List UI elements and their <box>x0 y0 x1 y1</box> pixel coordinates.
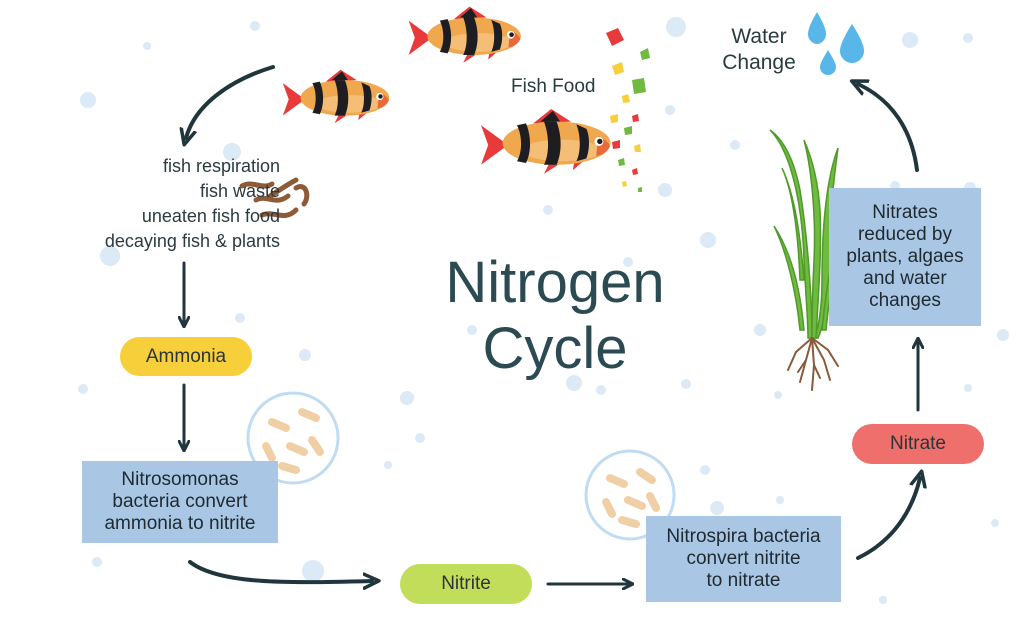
bubble-icon <box>223 143 241 161</box>
water-change-label: Water Change <box>714 24 804 76</box>
fish-icon <box>282 69 390 124</box>
bubble-icon <box>754 324 766 336</box>
fish-icon <box>481 109 611 174</box>
bubble-icon <box>776 496 784 504</box>
bubble-icon <box>710 501 724 515</box>
bubble-icon <box>250 21 260 31</box>
nitrite-pill: Nitrite <box>400 564 532 604</box>
bubble-icon <box>596 385 606 395</box>
list-item: decaying fish & plants <box>104 231 280 251</box>
bubble-icon <box>143 42 151 50</box>
bubble-icon <box>384 461 392 469</box>
bubble-icon <box>902 32 918 48</box>
box-line: to nitrate <box>706 570 781 591</box>
bubble-icon <box>467 325 477 335</box>
arrow-nitrosomonas-to-nitrite <box>188 560 372 582</box>
box-line: Nitrospira bacteria <box>666 526 821 547</box>
box-line: changes <box>869 290 941 311</box>
bubble-icon <box>235 313 245 323</box>
box-line: reduced by <box>857 224 952 245</box>
bubble-icon <box>997 329 1009 341</box>
box-line: Nitrosomonas <box>121 469 239 490</box>
bacteria-circle-icon <box>246 391 340 485</box>
bubble-icon <box>566 375 582 391</box>
diagram-title: Nitrogen Cycle <box>385 250 725 382</box>
water-drop-icon <box>808 12 826 44</box>
bubble-icon <box>681 379 691 389</box>
bubble-icon <box>666 17 686 37</box>
list-item: uneaten fish food <box>141 206 280 226</box>
list-item: fish respiration <box>162 156 280 176</box>
title-line-2: Cycle <box>482 316 628 381</box>
ammonia-sources-list: fish respiration fish waste uneaten fish… <box>60 154 280 254</box>
bubble-icon <box>665 105 675 115</box>
water-drop-icon <box>820 50 836 75</box>
bubble-icon <box>299 349 311 361</box>
box-line: and water <box>863 268 947 289</box>
bubble-icon <box>991 519 999 527</box>
waste-worm-icon <box>239 177 310 219</box>
fish-food-label: Fish Food <box>511 76 596 97</box>
title-line-1: Nitrogen <box>445 250 665 315</box>
arrow-fish-to-sources <box>186 65 275 138</box>
nitrates-reduced-box: Nitrates reduced by plants, algaes and w… <box>829 188 981 326</box>
bubble-icon <box>543 205 553 215</box>
water-change-line-1: Water <box>731 25 787 48</box>
water-drop-icon <box>840 24 864 63</box>
bubble-icon <box>100 246 120 266</box>
box-line: ammonia to nitrite <box>104 513 256 534</box>
bubble-icon <box>964 384 972 392</box>
bubble-icon <box>80 92 96 108</box>
fish-food-flakes-icon <box>606 28 650 192</box>
bubble-icon <box>658 183 672 197</box>
list-item: fish waste <box>199 181 280 201</box>
water-change-line-2: Change <box>722 51 796 74</box>
arrow-nitrospira-to-nitrate <box>856 478 920 560</box>
bubble-icon <box>415 433 425 443</box>
bubble-icon <box>730 140 740 150</box>
bubble-icon <box>700 232 716 248</box>
box-line: plants, algaes <box>846 246 964 267</box>
fish-icon <box>408 6 521 63</box>
bubble-icon <box>963 33 973 43</box>
nitrate-pill: Nitrate <box>852 424 984 464</box>
arrow-to-water-change <box>858 84 919 172</box>
nitrospira-box: Nitrospira bacteria convert nitrite to n… <box>646 516 841 602</box>
bubble-icon <box>623 257 633 267</box>
bubble-icon <box>92 557 102 567</box>
bubble-icon <box>774 391 782 399</box>
box-line: convert nitrite <box>686 548 801 569</box>
bubble-icon <box>400 391 414 405</box>
nitrosomonas-box: Nitrosomonas bacteria convert ammonia to… <box>82 461 278 543</box>
box-line: bacteria convert <box>112 491 248 512</box>
box-line: Nitrates <box>872 202 938 223</box>
bubble-icon <box>78 384 88 394</box>
bubble-icon <box>879 596 887 604</box>
ammonia-pill: Ammonia <box>120 337 252 376</box>
bubble-icon <box>302 560 324 582</box>
bubble-icon <box>700 465 710 475</box>
